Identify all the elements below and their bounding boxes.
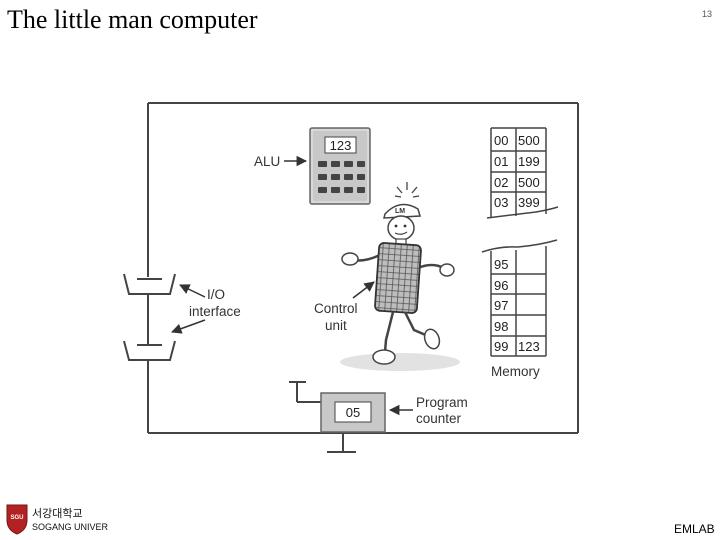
memory-bottom-section: 95 96 97 98 99 123	[481, 239, 558, 357]
alu-calculator: 123	[309, 127, 371, 205]
mem-address: 03	[494, 195, 508, 210]
control-unit-label-line2: unit	[325, 318, 347, 333]
idea-sparks	[394, 182, 420, 198]
slide-title: The little man computer	[7, 5, 258, 34]
little-man-figure: LM	[340, 182, 460, 371]
mem-address: 98	[494, 319, 508, 334]
computer-frame	[147, 102, 579, 434]
control-unit-label-line1: Control	[314, 301, 358, 316]
mem-value: 123	[518, 339, 540, 354]
mem-value: 500	[518, 133, 540, 148]
mem-address: 01	[494, 154, 508, 169]
io-arrow-out	[171, 319, 206, 334]
io-label-line2: interface	[189, 304, 241, 319]
control-unit-arrow	[352, 281, 375, 299]
hat-text: LM	[395, 208, 405, 215]
mem-address: 99	[494, 339, 508, 354]
program-counter-label-line2: counter	[416, 411, 462, 426]
mem-address: 02	[494, 175, 508, 190]
mem-address: 96	[494, 278, 508, 293]
mem-address: 95	[494, 257, 508, 272]
chip-body	[374, 242, 422, 314]
io-basket-in	[123, 273, 176, 295]
shield-icon	[6, 504, 28, 535]
mem-value: 399	[518, 195, 540, 210]
program-counter: 05	[289, 381, 386, 453]
mem-value: 199	[518, 154, 540, 169]
io-label-line1: I/O	[207, 287, 225, 302]
mem-value: 500	[518, 175, 540, 190]
hat	[383, 203, 421, 219]
university-name-korean: 서강대학교	[32, 507, 83, 520]
shield-letters: SGU	[10, 515, 23, 521]
memory-top-section: 00 500 01 199 02 500 03 399	[486, 127, 559, 219]
alu-display: 123	[330, 138, 352, 153]
alu-label: ALU	[254, 154, 280, 169]
university-name-english: SOGANG UNIVERSITY	[32, 522, 108, 532]
alu-keypad	[318, 161, 365, 193]
io-basket-out	[123, 340, 176, 361]
mem-address: 97	[494, 298, 508, 313]
head	[387, 215, 415, 241]
program-counter-value: 05	[346, 405, 360, 420]
program-counter-label-line1: Program	[416, 395, 468, 410]
memory-label: Memory	[491, 364, 540, 379]
page-number: 13	[702, 9, 713, 19]
io-arrow-in	[179, 284, 206, 298]
university-logo: SGU 서강대학교 SOGANG UNIVERSITY	[6, 504, 108, 535]
mem-address: 00	[494, 133, 508, 148]
footer-label: EMLAB	[674, 522, 715, 536]
